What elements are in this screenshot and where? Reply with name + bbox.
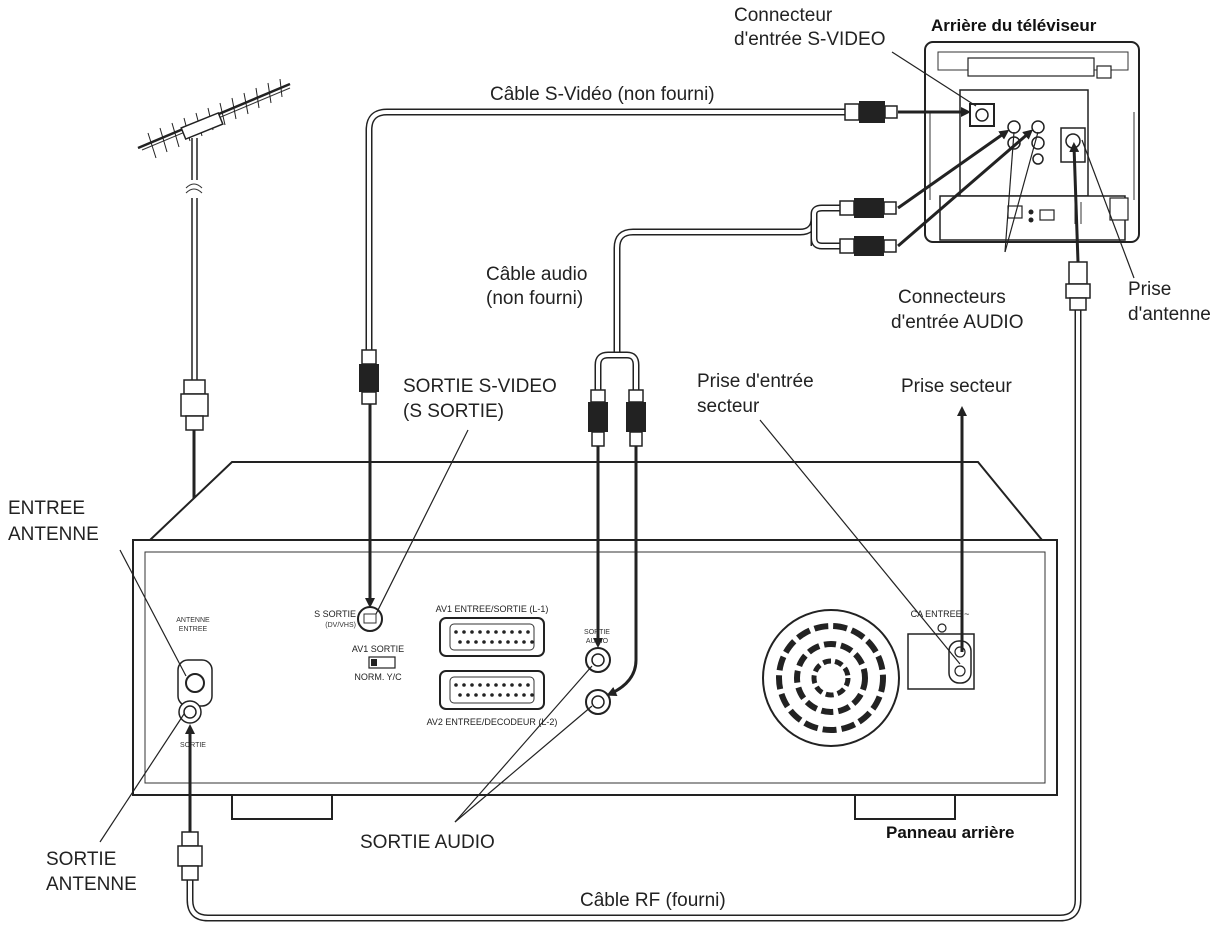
label-prise-antenne-2: d'antenne — [1128, 304, 1211, 325]
label-cable-rf: Câble RF (fourni) — [580, 890, 726, 911]
rf-plug-tv-icon — [1065, 261, 1091, 311]
audio-plugs-tv-icon — [839, 198, 897, 256]
antenna-icon — [137, 78, 291, 194]
norm-yc-switch — [368, 656, 396, 669]
label-entree-antenne-1: ENTREE — [8, 498, 85, 519]
audio-cable — [613, 217, 818, 355]
label-cable-audio-1: Câble audio — [486, 264, 587, 285]
label-sortie-antenne-1: SORTIE — [46, 849, 116, 870]
label-sortie-svideo-1: SORTIE S-VIDEO — [403, 376, 557, 397]
label-cable-audio-2: (non fourni) — [486, 288, 583, 309]
fan-grille-icon — [762, 609, 900, 747]
panel-antenne-label: ANTENNE — [176, 617, 210, 624]
rf-plug-vcr-icon — [177, 831, 203, 881]
label-entree-antenne-2: ANTENNE — [8, 524, 99, 545]
tv-rear — [924, 41, 1140, 243]
label-arriere-tv: Arrière du téléviseur — [931, 16, 1097, 35]
ac-inlet — [907, 623, 975, 690]
s-video-plug-vcr-icon — [359, 349, 379, 405]
label-prise-secteur: Prise secteur — [901, 376, 1013, 397]
panel-av1-label: AV1 ENTREE/SORTIE (L-1) — [436, 604, 549, 614]
label-prise-entree-secteur-1: Prise d'entrée — [697, 371, 814, 392]
panel-norm-yc-label: NORM. Y/C — [354, 672, 402, 682]
av2-scart-connector — [439, 670, 545, 710]
antenna-plug-icon — [180, 379, 209, 431]
panel-ca-entree-label: CA ENTREE ~ — [911, 609, 970, 619]
audio-out-jack-right — [585, 689, 611, 715]
antenna-in-jack — [177, 659, 213, 707]
label-connecteur-svideo-1: Connecteur — [734, 5, 833, 26]
s-video-plug-tv-icon — [844, 101, 898, 123]
audio-plugs-vcr-icon — [588, 389, 646, 447]
panel-entree-label: ENTREE — [179, 626, 208, 633]
panel-s-sortie-sub: (DV/VHS) — [325, 622, 356, 629]
label-prise-entree-secteur-2: secteur — [697, 396, 760, 417]
panel-s-sortie-label: S SORTIE — [314, 609, 356, 619]
panel-av2-label: AV2 ENTREE/DECODEUR (L-2) — [427, 717, 558, 727]
panel-sortie-label: SORTIE — [180, 742, 206, 749]
label-connecteurs-audio-2: d'entrée AUDIO — [891, 312, 1023, 333]
label-connecteur-svideo-2: d'entrée S-VIDEO — [734, 29, 885, 50]
label-sortie-audio: SORTIE AUDIO — [360, 832, 495, 853]
antenna-out-jack — [178, 700, 202, 724]
label-cable-svideo: Câble S-Vidéo (non fourni) — [490, 84, 715, 105]
label-connecteurs-audio-1: Connecteurs — [898, 287, 1006, 308]
leader-lines — [99, 51, 1135, 843]
label-sortie-svideo-2: (S SORTIE) — [403, 401, 504, 422]
label-prise-antenne-1: Prise — [1128, 279, 1171, 300]
panel-av1-sortie-label: AV1 SORTIE — [352, 644, 404, 654]
s-video-out-jack — [357, 606, 383, 632]
label-sortie-antenne-2: ANTENNE — [46, 874, 137, 895]
av1-scart-connector — [439, 617, 545, 657]
label-panneau-arriere: Panneau arrière — [886, 823, 1015, 842]
